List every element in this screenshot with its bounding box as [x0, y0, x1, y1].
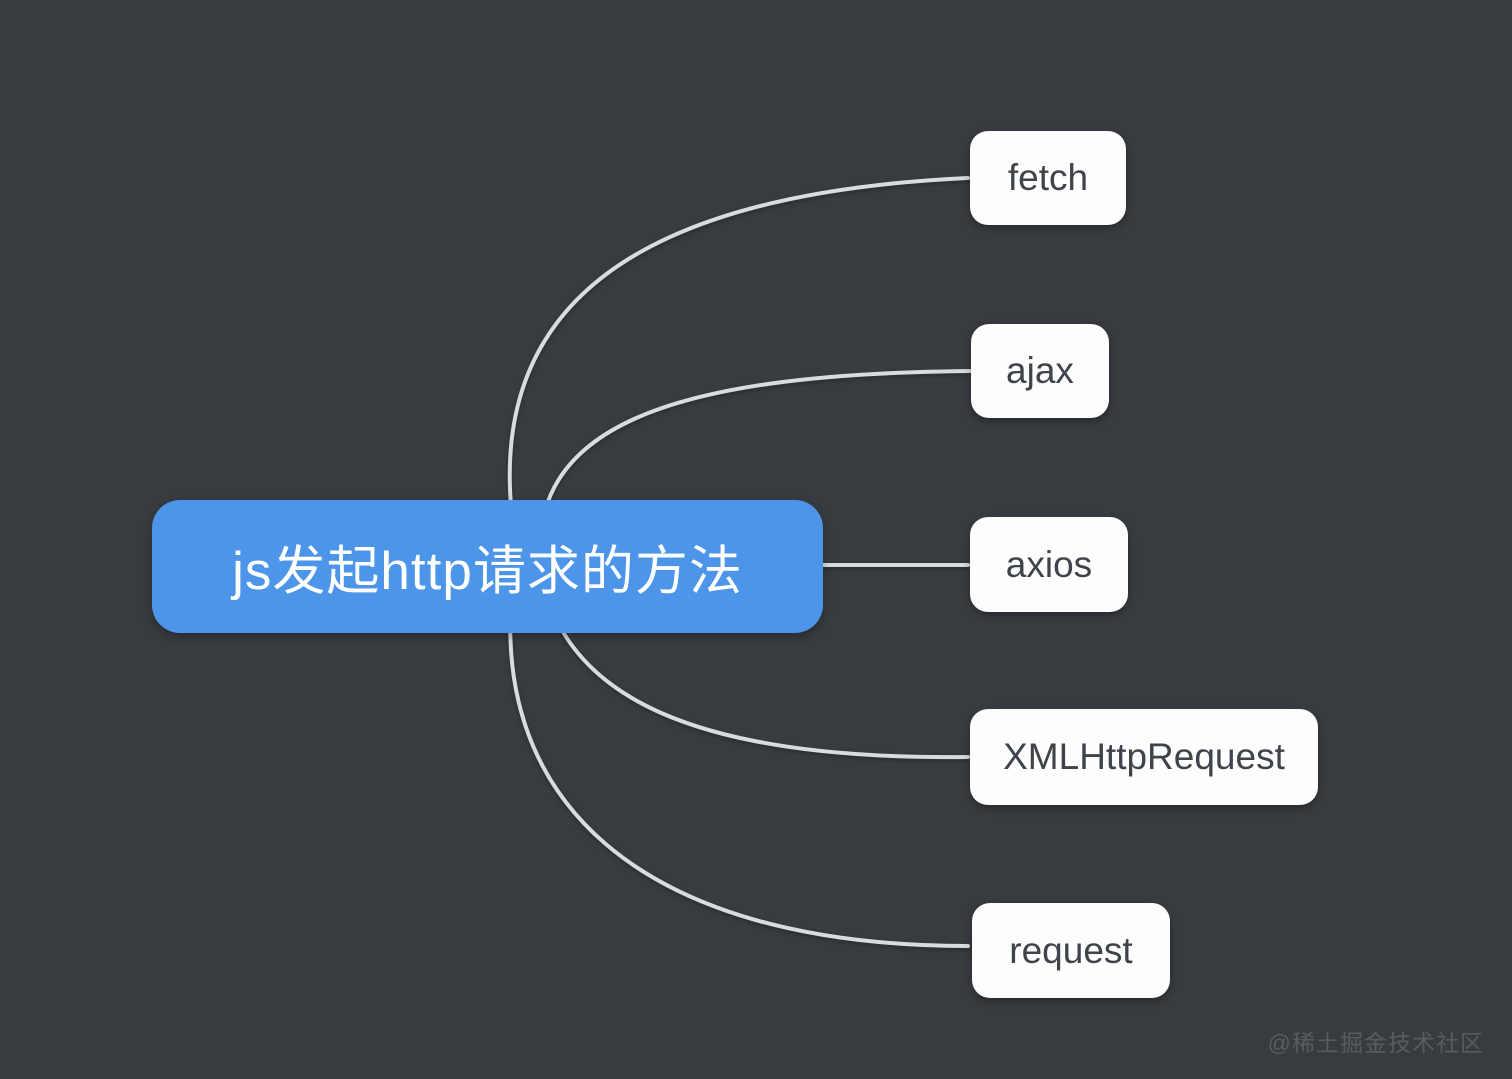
node-ajax[interactable]: ajax [971, 324, 1109, 418]
site-watermark: @稀土掘金技术社区 [1267, 1030, 1484, 1056]
root-node-label: js发起http请求的方法 [232, 541, 743, 601]
node-label: fetch [1007, 157, 1089, 198]
node-label: XMLHttpRequest [1003, 736, 1285, 777]
edge-root-fetch [507, 176, 970, 568]
node-label: axios [1005, 543, 1093, 585]
node-label: ajax [1006, 350, 1074, 391]
edge-root-request [508, 564, 970, 948]
root-node[interactable]: js发起http请求的方法 [152, 500, 823, 633]
node-xmlhttprequest[interactable]: XMLHttpRequest [970, 709, 1318, 805]
node-label: request [1009, 929, 1133, 971]
node-fetch[interactable]: fetch [970, 131, 1126, 225]
node-request[interactable]: request [972, 903, 1170, 998]
node-axios[interactable]: axios [970, 517, 1128, 612]
